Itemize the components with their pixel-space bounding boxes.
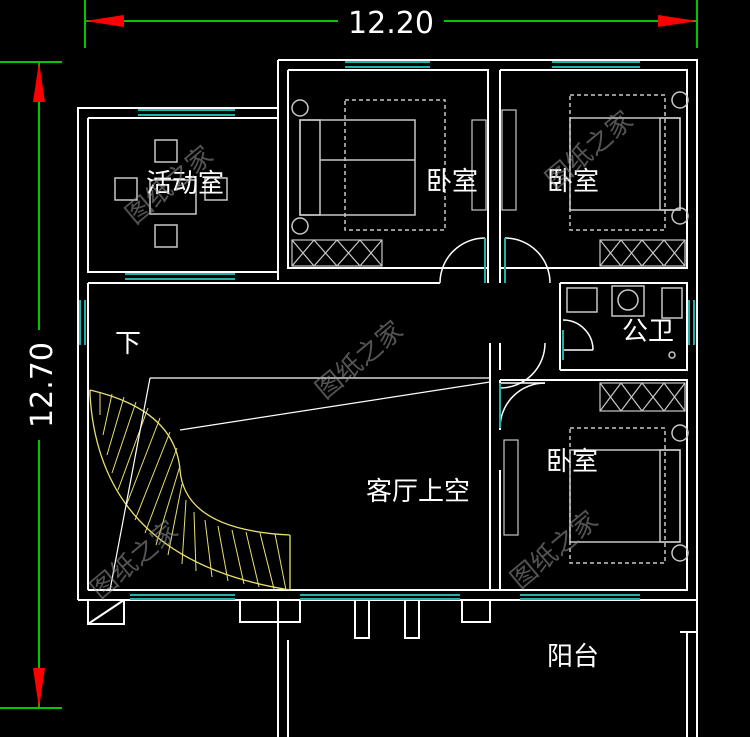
bed-lower-right	[569, 424, 689, 564]
doors	[439, 237, 594, 429]
room-label-bedroom-a: 卧室	[426, 167, 478, 197]
room-label-public-bath: 公卫	[622, 317, 674, 347]
watermarks: 图纸之家 图纸之家 图纸之家 图纸之家 图纸之家	[85, 106, 639, 606]
watermark: 图纸之家	[310, 316, 409, 406]
room-labels: 活动室 卧室 卧室 公卫 下 卧室 客厅上空 阳台	[115, 167, 674, 672]
room-label-balcony: 阳台	[547, 642, 599, 672]
room-label-down: 下	[115, 329, 141, 359]
bath-fixtures	[566, 285, 683, 359]
table-chairs	[114, 139, 228, 248]
watermark: 图纸之家	[505, 506, 604, 596]
wardrobes	[291, 109, 686, 536]
arrow-down-icon	[33, 668, 45, 708]
windows	[79, 61, 695, 600]
dimension-height-label: 12.70	[25, 342, 60, 428]
watermark: 图纸之家	[85, 516, 184, 606]
walls	[77, 59, 698, 737]
dimension-top: 12.20	[84, 0, 698, 48]
arrow-up-icon	[33, 62, 45, 102]
room-label-bedroom-b: 卧室	[547, 167, 599, 197]
room-label-living-void: 客厅上空	[366, 477, 470, 507]
door-leaves	[484, 238, 564, 428]
dimension-width-label: 12.20	[348, 6, 434, 41]
room-label-bedroom-c: 卧室	[546, 447, 598, 477]
bed-top-right	[569, 91, 689, 231]
spiral-stair	[89, 389, 291, 591]
dimension-left: 12.70	[0, 61, 62, 709]
arrow-right-icon	[658, 15, 697, 27]
room-label-activity: 活动室	[146, 169, 224, 199]
bed-top-left	[291, 99, 446, 235]
void-outline	[109, 377, 491, 591]
arrow-left-icon	[85, 15, 124, 27]
